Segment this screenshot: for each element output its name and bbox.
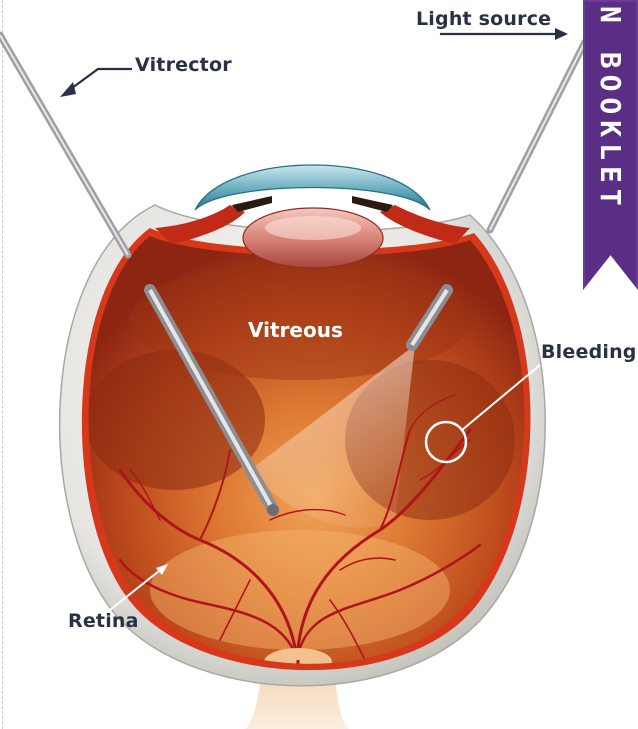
iris-right [352, 196, 393, 212]
vitreous-label: Vitreous [248, 318, 343, 342]
vitrector-label: Vitrector [135, 54, 232, 76]
light-source-arrowhead [555, 28, 568, 40]
light-source-label: Light source [416, 8, 551, 30]
bleeding-label: Bleeding [541, 341, 637, 363]
retina-label: Retina [68, 610, 139, 632]
vitrector-arrowhead [60, 82, 76, 97]
vitrector-arrow-line [68, 69, 132, 91]
cornea [195, 165, 430, 210]
lens-highlight [265, 216, 361, 240]
booklet-tab: N BOOKLET [583, 0, 638, 290]
iris-left [232, 196, 272, 212]
booklet-tab-text: N BOOKLET [594, 6, 627, 212]
